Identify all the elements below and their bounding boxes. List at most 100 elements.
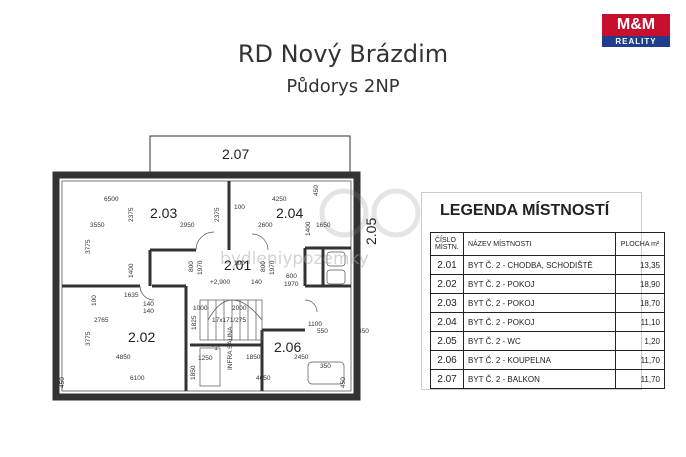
dim-1400-a: 1400 [128, 263, 135, 278]
legend-row-num: 2.02 [430, 274, 464, 294]
dim-2000: 2000 [232, 305, 247, 312]
legend-row-area: 1,20 [615, 331, 665, 351]
dim-450-d: 450 [340, 377, 347, 388]
legend-row: 2.04 BYT Č. 2 - POKOJ 11,10 [430, 312, 665, 332]
legend-row-area: 18,70 [615, 293, 665, 313]
dim-2450: 2450 [294, 354, 309, 361]
room-label-2-02: 2.02 [128, 329, 155, 345]
legend-row-num: 2.01 [430, 255, 464, 275]
dim-1250: 1250 [198, 355, 213, 362]
room-label-2-05: 2.05 [363, 218, 379, 245]
stair-spec: 17x171/275 [212, 317, 246, 324]
mm-reality-logo: M&M REALITY [602, 14, 670, 48]
dim-1970-a: 1970 [197, 260, 204, 275]
watermark-logo [319, 188, 421, 238]
legend-row-area: 11,70 [615, 369, 665, 389]
stair-level: +2,900 [210, 279, 230, 286]
staircase [199, 299, 263, 341]
logo-bottom-text: REALITY [602, 36, 670, 47]
room-label-2-01: 2.01 [224, 257, 251, 273]
marker-1: "1" [212, 345, 221, 352]
legend-table: ČÍSLO MÍSTN. NÁZEV MÍSTNOSTI PLOCHA m² 2… [430, 232, 665, 389]
dim-2950: 2950 [180, 222, 195, 229]
dim-2375-b: 2375 [214, 207, 221, 222]
legend-row-name: BYT Č. 2 - POKOJ [463, 274, 616, 294]
dim-140-a: 140 [143, 301, 154, 308]
dim-6100: 6100 [130, 375, 145, 382]
legend-row-num: 2.03 [430, 293, 464, 313]
bathroom-fixtures [199, 251, 346, 387]
dim-100-a: 100 [234, 204, 245, 211]
dim-1825: 1825 [191, 315, 198, 330]
dim-1100: 1100 [308, 321, 322, 328]
dim-450-b: 450 [59, 377, 66, 388]
dim-1650: 1650 [316, 222, 331, 229]
balcony-outline [149, 135, 351, 175]
legend-header-name: NÁZEV MÍSTNOSTI [463, 232, 616, 256]
dim-3775-a: 3775 [85, 239, 92, 254]
legend-row-area: 11,10 [615, 312, 665, 332]
dim-800-b: 800 [260, 261, 267, 272]
legend-row-area: 11,70 [615, 350, 665, 370]
legend-title: LEGENDA MÍSTNOSTÍ [440, 202, 610, 219]
legend-row-num: 2.05 [430, 331, 464, 351]
dim-4850: 4850 [116, 354, 131, 361]
legend-row-area: 18,90 [615, 274, 665, 294]
room-label-2-03: 2.03 [150, 205, 177, 221]
doors [139, 231, 318, 313]
dim-3550: 3550 [90, 222, 105, 229]
room-label-2-04: 2.04 [276, 205, 303, 221]
legend-row-num: 2.07 [430, 369, 464, 389]
plan-title: RD Nový Brázdim [237, 40, 449, 68]
dim-1000: 1000 [193, 305, 208, 312]
legend-row-name: BYT Č. 2 - POKOJ [463, 293, 616, 313]
legend-row: 2.02 BYT Č. 2 - POKOJ 18,90 [430, 274, 665, 294]
dim-3775-b: 3775 [85, 331, 92, 346]
legend-row: 2.05 BYT Č. 2 - WC 1,20 [430, 331, 665, 351]
legend-row: 2.06 BYT Č. 2 - KOUPELNA 11,70 [430, 350, 665, 370]
dim-100-c: 100 [91, 295, 98, 306]
legend-row: 2.03 BYT Č. 2 - POKOJ 18,70 [430, 293, 665, 313]
legend-header-row: ČÍSLO MÍSTN. NÁZEV MÍSTNOSTI PLOCHA m² [430, 232, 665, 256]
dim-450-c: 450 [313, 185, 320, 196]
legend-row-area: 13,35 [615, 255, 665, 275]
shaft-label: INFRA SAUNA [227, 326, 234, 370]
dim-1850-b: 1850 [190, 365, 197, 380]
legend-row: 2.01 BYT Č. 2 - CHODBA, SCHODIŠTĚ 13,35 [430, 255, 665, 275]
dim-140-b: 140 [143, 308, 154, 315]
dim-100-b: 100 [234, 260, 245, 267]
dim-1850-a: 1850 [246, 354, 261, 361]
legend-row-name: BYT Č. 2 - KOUPELNA [463, 350, 616, 370]
room-label-2-06: 2.06 [274, 339, 301, 355]
outer-wall [52, 171, 361, 401]
legend-row-name: BYT Č. 2 - CHODBA, SCHODIŠTĚ [463, 255, 616, 275]
dim-6500: 6500 [104, 196, 119, 203]
legend-row: 2.07 BYT Č. 2 - BALKON 11,70 [430, 369, 665, 389]
dim-800-a: 800 [188, 261, 195, 272]
logo-top-text: M&M [602, 14, 670, 36]
dim-1970-c: 1970 [284, 281, 299, 288]
dim-450-a: 450 [358, 328, 369, 335]
dim-4650: 4650 [256, 375, 271, 382]
legend-header-num: ČÍSLO MÍSTN. [430, 232, 464, 256]
dim-1970-b: 1970 [269, 260, 276, 275]
dim-2765: 2765 [94, 317, 109, 324]
legend-row-name: BYT Č. 2 - BALKON [463, 369, 616, 389]
dim-600: 600 [286, 273, 297, 280]
legend-row-num: 2.04 [430, 312, 464, 332]
room-label-2-07: 2.07 [222, 146, 249, 162]
watermark-text: bydleniypozemky [220, 249, 369, 269]
dim-550: 550 [317, 328, 328, 335]
dim-2375-a: 2375 [128, 207, 135, 222]
dim-1400-b: 1400 [305, 221, 312, 236]
plan-subtitle: Půdorys 2NP [286, 76, 400, 97]
dim-2600: 2600 [258, 222, 273, 229]
legend-row-name: BYT Č. 2 - WC [463, 331, 616, 351]
legend-row-name: BYT Č. 2 - POKOJ [463, 312, 616, 332]
legend-row-num: 2.06 [430, 350, 464, 370]
dim-350: 350 [320, 363, 331, 370]
dim-4250: 4250 [272, 196, 287, 203]
dim-140-c: 140 [251, 279, 262, 286]
legend-header-area: PLOCHA m² [615, 232, 665, 256]
